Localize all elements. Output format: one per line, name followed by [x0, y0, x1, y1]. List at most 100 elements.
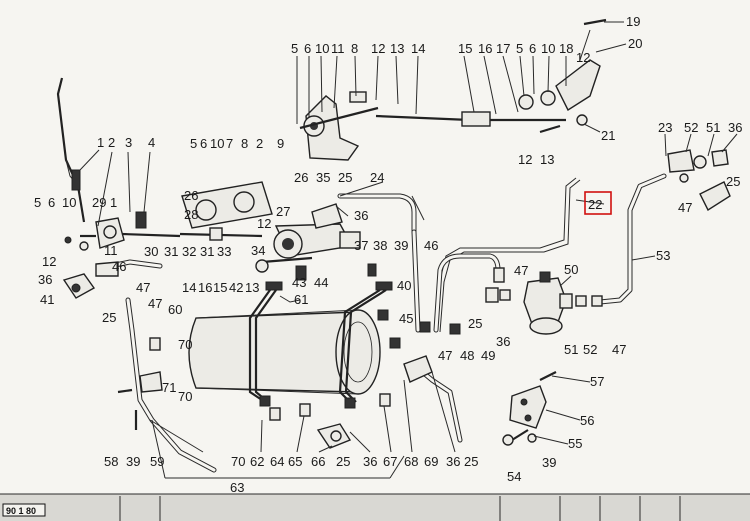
- callout: 50: [564, 262, 578, 277]
- callout: 13: [540, 152, 554, 167]
- callout: 49: [481, 348, 495, 363]
- callout: 25: [468, 316, 482, 331]
- callout: 70: [178, 389, 192, 404]
- callout: 13: [390, 41, 404, 56]
- callout: 47: [514, 263, 528, 278]
- callout: 12: [518, 152, 532, 167]
- callout: 17: [496, 41, 510, 56]
- callout: 36: [446, 454, 460, 469]
- callout: 63: [230, 480, 244, 495]
- callout: 7: [226, 136, 233, 151]
- callout: 47: [136, 280, 150, 295]
- callout: 6: [304, 41, 311, 56]
- callout: 51: [564, 342, 578, 357]
- callout: 30: [144, 244, 158, 259]
- callout: 14: [182, 280, 196, 295]
- callout: 24: [370, 170, 384, 185]
- callout: 70: [231, 454, 245, 469]
- callout: 5: [291, 41, 298, 56]
- callout: 35: [316, 170, 330, 185]
- callout: 47: [678, 200, 692, 215]
- callout: 28: [184, 207, 198, 222]
- callout: 66: [311, 454, 325, 469]
- page-number-box: [2, 503, 46, 517]
- callout: 56: [580, 413, 594, 428]
- callout: 9: [277, 136, 284, 151]
- callout: 1: [97, 135, 104, 150]
- callout: 47: [148, 296, 162, 311]
- callout: 44: [314, 275, 328, 290]
- callout: 21: [601, 128, 615, 143]
- callout: 11: [331, 41, 345, 56]
- callout: 33: [217, 244, 231, 259]
- mid-assembly: [179, 181, 361, 303]
- callout: 65: [288, 454, 302, 469]
- callout: 5: [516, 41, 523, 56]
- callout: 69: [424, 454, 438, 469]
- callout: 16: [478, 41, 492, 56]
- callout: 29: [92, 195, 106, 210]
- callout: 10: [62, 195, 76, 210]
- leader-lines: [79, 21, 738, 479]
- air-tank: [188, 281, 393, 409]
- callout: 52: [583, 342, 597, 357]
- callout: 31: [164, 244, 178, 259]
- callout: 47: [438, 348, 452, 363]
- callout: 45: [399, 311, 413, 326]
- callout: 25: [336, 454, 350, 469]
- pipes: [97, 173, 667, 473]
- callout: 6: [200, 136, 207, 151]
- callout: 40: [397, 278, 411, 293]
- callout: 25: [464, 454, 478, 469]
- callout: 52: [684, 120, 698, 135]
- callout: 31: [200, 244, 214, 259]
- callout: 13: [245, 280, 259, 295]
- callout: 12: [371, 41, 385, 56]
- callout: 43: [292, 275, 306, 290]
- callout: 16: [198, 280, 212, 295]
- callout: 23: [658, 120, 672, 135]
- callout: 62: [250, 454, 264, 469]
- top-linkage: [299, 18, 607, 161]
- callout: 19: [626, 14, 640, 29]
- callout: 59: [150, 454, 164, 469]
- callout: 53: [656, 248, 670, 263]
- callout: 36: [38, 272, 52, 287]
- callout: 8: [351, 41, 358, 56]
- callout: 61: [294, 292, 308, 307]
- callout: 48: [460, 348, 474, 363]
- callout: 12: [576, 50, 590, 65]
- callout: 27: [276, 204, 290, 219]
- callout: 70: [178, 337, 192, 352]
- callout: 10: [210, 136, 224, 151]
- callout: 25: [102, 310, 116, 325]
- callout: 54: [507, 469, 521, 484]
- callout: 5: [34, 195, 41, 210]
- callout: 6: [529, 41, 536, 56]
- callout: 36: [354, 208, 368, 223]
- callout: 39: [126, 454, 140, 469]
- callout: 37: [354, 238, 368, 253]
- callout: 6: [48, 195, 55, 210]
- callout: 1: [110, 195, 117, 210]
- callout: 51: [706, 120, 720, 135]
- callout: 26: [184, 188, 198, 203]
- callout: 12: [42, 254, 56, 269]
- callout: 20: [628, 36, 642, 51]
- callout-labels: 1 2 3 4 5 6 10 29 1 12 11 30 31 32 31 33…: [34, 14, 742, 495]
- callout: 15: [213, 280, 227, 295]
- callout: 67: [383, 454, 397, 469]
- highlight-box-22: [584, 191, 612, 215]
- callout: 18: [559, 41, 573, 56]
- callout: 60: [168, 302, 182, 317]
- callout: 25: [338, 170, 352, 185]
- callout: 14: [411, 41, 425, 56]
- callout: 42: [229, 280, 243, 295]
- callout: 22: [588, 197, 602, 212]
- callout: 39: [394, 238, 408, 253]
- callout: 10: [541, 41, 555, 56]
- page-number: 90 1 80: [6, 506, 36, 516]
- callout: 71: [162, 380, 176, 395]
